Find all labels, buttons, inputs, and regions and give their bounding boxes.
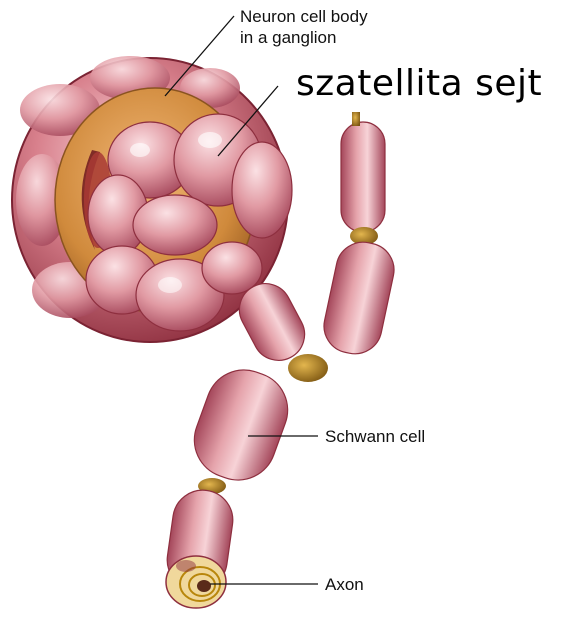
neuron-label-line1: Neuron cell body	[240, 6, 368, 27]
axon-cross-section	[166, 556, 226, 608]
axon-label: Axon	[325, 574, 364, 595]
descending-axon	[163, 359, 298, 608]
satellite-cell-label: szatellita sejt	[296, 64, 542, 104]
peripheral-axon-branch	[319, 112, 399, 359]
neuron-label-line2: in a ganglion	[240, 27, 336, 48]
schwann-cell-label: Schwann cell	[325, 426, 425, 447]
